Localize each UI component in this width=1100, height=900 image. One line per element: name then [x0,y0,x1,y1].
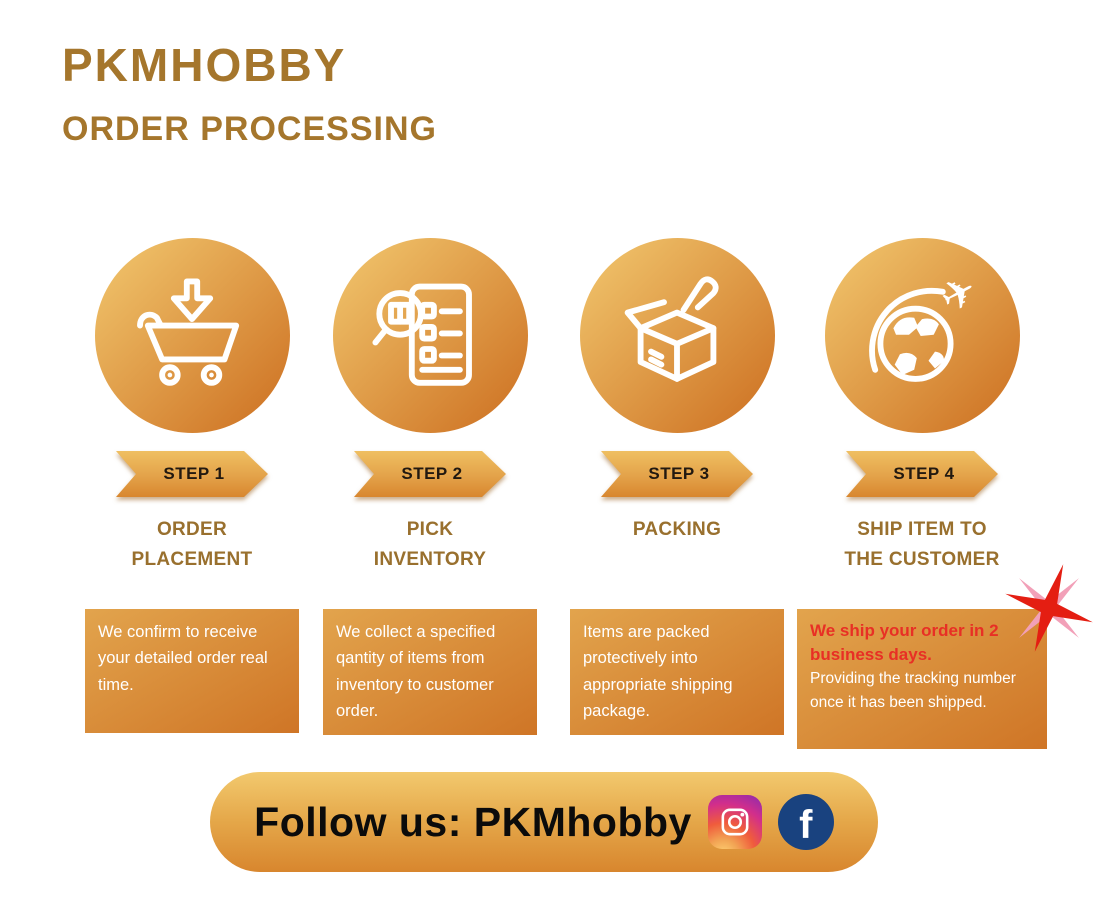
step2-description-text: We collect a specified qantity of items … [336,623,496,721]
step1-badge-label: STEP 1 [163,464,225,483]
step4-description-text: Providing the tracking number once it ha… [810,669,1016,711]
follow-banner: Follow us: PKMhobby f [210,772,878,872]
step2-title: PICK INVENTORY [373,519,487,571]
step3-description-text: Items are packed protectively into appro… [583,623,733,721]
step1-title: ORDER PLACEMENT [131,519,253,571]
step-column-3: STEP 3 PACKING Items are packed protecti… [555,238,799,735]
step2-description: We collect a specified qantity of items … [323,609,537,735]
step2-badge-label: STEP 2 [401,464,463,483]
cart-download-icon [137,277,240,386]
step3-badge: STEP 3 [601,451,753,497]
step2-icon-circle [332,238,528,433]
brand-title: PKMHOBBY [62,39,347,91]
step3-title: PACKING [632,519,722,540]
step4-badge: STEP 4 [846,451,998,497]
pick-inventory-icon [372,283,472,386]
step2-badge: STEP 2 [354,451,506,497]
instagram-icon[interactable] [707,795,762,849]
step4-badge-label: STEP 4 [893,464,955,483]
step-column-4: ✈ STEP 4 SHIP ITEM TO THE CUSTOMER We sh… [796,238,1048,749]
facebook-icon[interactable]: f [777,794,834,850]
step3-badge-label: STEP 3 [648,464,710,483]
step1-icon-circle [94,238,290,433]
step3-icon-circle [579,238,775,433]
step4-description-highlight: We ship your order in 2 business days. [810,621,999,664]
globe-plane-icon: ✈ [869,271,985,382]
step1-badge: STEP 1 [116,451,268,497]
page-title: ORDER PROCESSING [62,110,437,148]
step3-description: Items are packed protectively into appro… [570,609,784,735]
packing-box-icon [624,275,719,382]
step-column-2: STEP 2 PICK INVENTORY We collect a speci… [308,238,552,735]
step4-icon-circle: ✈ [824,238,1020,433]
facebook-glyph: f [799,802,813,847]
step4-description: We ship your order in 2 business days. P… [797,609,1047,749]
sparkle-burst-icon [1005,564,1093,652]
step-column-1: STEP 1 ORDER PLACEMENT We confirm to rec… [70,238,314,733]
step4-title: SHIP ITEM TO THE CUSTOMER [844,519,1000,571]
step1-description: We confirm to receive your detailed orde… [85,609,299,733]
step1-description-text: We confirm to receive your detailed orde… [98,623,268,694]
follow-label: Follow us: PKMhobby [254,798,692,845]
